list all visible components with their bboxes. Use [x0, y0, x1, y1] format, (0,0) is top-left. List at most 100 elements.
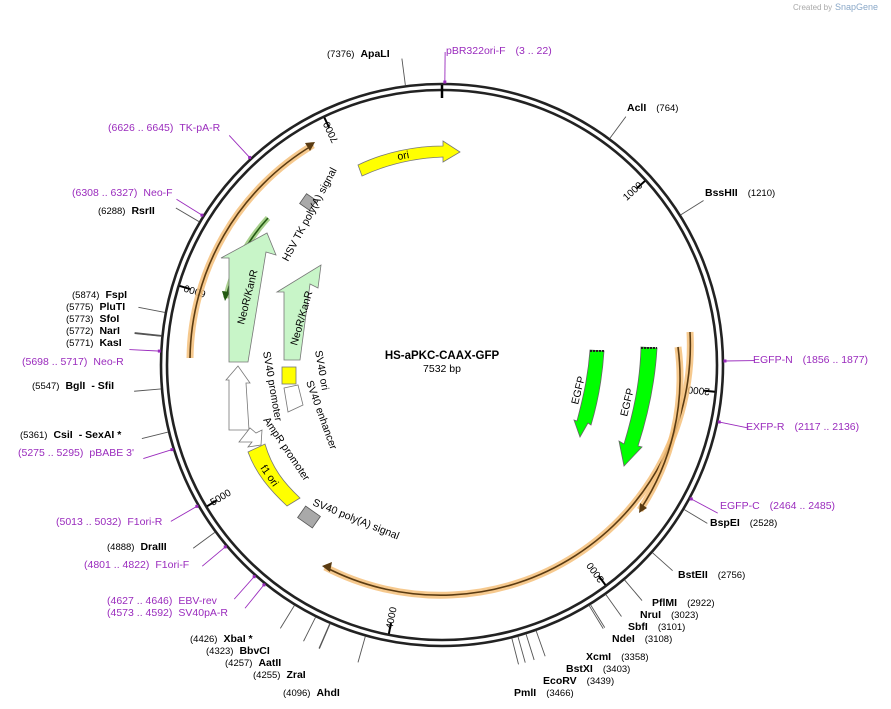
feature-f1-ori	[247, 443, 301, 507]
primer-site-marker	[443, 80, 447, 84]
credit-text: Created by	[793, 3, 832, 12]
enzyme-label-ahdi: (4096)AhdI	[283, 687, 340, 699]
feature-sv40-polya	[297, 505, 321, 529]
leader-line	[511, 638, 519, 665]
scale-tick	[206, 499, 218, 508]
backbone-outer-ring	[159, 82, 725, 648]
leader-line	[143, 448, 174, 460]
enzyme-label-zrai: (4255)ZraI	[253, 669, 306, 681]
enzyme-label-ndei: NdeI(3108)	[612, 633, 672, 645]
primer-site-marker	[157, 349, 161, 353]
orf-arc-right-upper-line	[639, 346, 681, 511]
feature-neokanr-2	[275, 264, 322, 361]
enzyme-label-kasi: (5771)KasI	[66, 337, 122, 349]
leader-line	[609, 116, 627, 139]
leader-line	[129, 349, 161, 352]
enzyme-label-ecorv: EcoRV(3439)	[543, 675, 614, 687]
leader-line	[134, 332, 162, 336]
leader-line	[303, 616, 317, 642]
enzyme-label-bspei: BspEI(2528)	[710, 517, 777, 529]
primer-site-marker	[195, 504, 199, 508]
primer-label-sv40pa-r: (4573 .. 4592)SV40pA-R	[107, 607, 228, 619]
enzyme-label-bgli: (5547)BglI- SfiI	[32, 380, 114, 392]
leader-line	[357, 636, 366, 663]
scale-tick	[598, 575, 607, 586]
enzyme-label-apali: (7376)ApaLI	[327, 48, 390, 60]
feature-hsv-tk-polya	[299, 193, 317, 211]
enzyme-label-pmli: PmlI(3466)	[514, 687, 574, 699]
leader-line	[228, 135, 251, 159]
primer-site-marker	[723, 359, 727, 363]
leader-line	[535, 630, 546, 657]
scale-tick-label: 5000	[209, 487, 234, 508]
plasmid-length: 7532 bp	[423, 363, 461, 375]
leader-line	[134, 388, 162, 392]
primer-site-marker	[689, 497, 693, 501]
enzyme-label-xbai: (4426)XbaI *	[190, 633, 254, 645]
feature-ampr-promoter	[238, 427, 263, 448]
feature-egfp-2	[618, 346, 658, 467]
leader-line	[718, 421, 749, 429]
scale-tick	[703, 389, 715, 393]
primer-label-egfp-n: EGFP-N(1856 .. 1877)	[753, 354, 868, 366]
leader-line	[517, 636, 526, 663]
enzyme-label-bstxi: BstXI(3403)	[566, 663, 630, 675]
feature-label-sv40-promoter: SV40 promoter	[260, 350, 284, 422]
enzyme-label-csii: (5361)CsiI- SexAI *	[20, 429, 122, 441]
feature-sv40-enhancer	[283, 384, 304, 413]
orf-arrowhead-neo	[222, 291, 230, 301]
leader-line	[176, 198, 204, 217]
leader-line	[525, 634, 535, 661]
features: ori HSV TK poly(A) signal NeoR/KanR NeoR…	[220, 140, 658, 543]
leader-line	[652, 552, 673, 571]
leader-line	[605, 594, 622, 617]
primer-label-egfp-c: EGFP-C(2464 .. 2485)	[720, 500, 835, 512]
primer-site-marker	[262, 583, 266, 587]
leader-line	[192, 531, 216, 549]
primer-label-exfp-r: EXFP-R(2117 .. 2136)	[746, 421, 859, 433]
leader-line	[233, 575, 256, 600]
enzyme-label-pluti: (5775)PluTI	[66, 301, 125, 313]
primer-label-ebv-rev: (4627 .. 4646)EBV-rev	[107, 595, 218, 607]
enzyme-label-bsteii: BstEII(2756)	[678, 569, 745, 581]
leader-line	[624, 579, 643, 601]
primer-label-f1ori-r: (5013 .. 5032)F1ori-R	[56, 516, 163, 528]
scale-tick	[387, 622, 392, 634]
leader-line	[201, 545, 227, 567]
scale-tick-label: 2000	[687, 383, 711, 396]
leader-line	[138, 306, 166, 313]
primer-label-tk-pa-r: (6626 .. 6645)TK-pA-R	[108, 122, 221, 134]
feature-egfp-1	[573, 349, 605, 438]
enzyme-label-sbfi: SbfI(3101)	[628, 621, 685, 633]
enzyme-label-acli: AclI(764)	[627, 102, 678, 114]
primer-label-pbabe3: (5275 .. 5295)pBABE 3'	[18, 447, 134, 459]
orf-arrowhead-bottom	[322, 562, 332, 572]
feature-label-sv40-polya: SV40 poly(A) signal	[311, 497, 401, 543]
plasmid-title: HS-aPKC-CAAX-GFP	[385, 350, 500, 362]
feature-ori-arrow	[357, 140, 461, 177]
primer-site-marker	[717, 420, 721, 424]
leader-line	[134, 332, 162, 337]
enzyme-labels: (7376)ApaLI AclI(764) BssHII(1210) BspEI…	[20, 48, 777, 699]
scale-tick-label: 7000	[321, 119, 341, 144]
primer-site-marker	[248, 155, 252, 159]
feature-label-hsv-tk-polya: HSV TK poly(A) signal	[280, 166, 340, 264]
leader-line	[590, 604, 606, 628]
leader-line	[244, 583, 265, 609]
orf-arc-right-lower-line	[324, 331, 692, 596]
enzyme-label-nrui: NruI(3023)	[640, 609, 698, 621]
enzyme-label-nari: (5772)NarI	[66, 325, 120, 337]
primer-label-neo-r: (5698 .. 5717)Neo-R	[22, 356, 124, 368]
enzyme-label-xcmi: XcmI(3358)	[586, 651, 649, 663]
leader-line	[141, 431, 169, 439]
scale-tick-label: 4000	[385, 606, 400, 630]
primer-site-marker	[200, 213, 204, 217]
leader-line	[319, 623, 331, 649]
primer-site-marker	[170, 448, 174, 452]
enzyme-label-aatii: (4257)AatII	[225, 657, 281, 669]
leader-line	[683, 509, 708, 524]
enzyme-label-rsrii: (6288)RsrII	[98, 205, 155, 217]
enzyme-label-bsshii: BssHII(1210)	[705, 187, 775, 199]
